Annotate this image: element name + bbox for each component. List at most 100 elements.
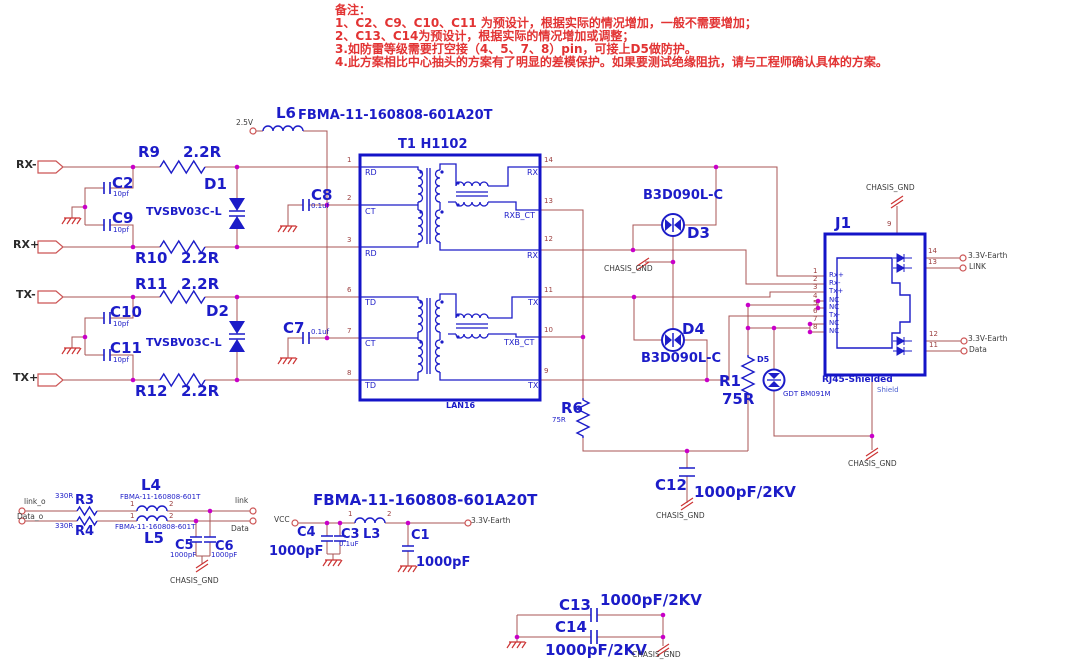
component-symbols [76,125,756,644]
l5-pin-1: 1 [130,512,135,520]
port-label-rx-minus: RX- [16,158,37,171]
ref-r6: R6 [561,399,583,417]
part-l4: FBMA-11-160808-601T [120,493,201,501]
net-chassis-gnd: CHASIS_GND [170,576,219,585]
t1-pin-num: 9 [544,367,549,375]
j1-pin-num: 8 [813,323,818,331]
resistor-r4 [76,515,98,527]
ref-c7: C7 [283,319,305,337]
ref-c10: C10 [110,303,142,321]
j1-pin-name: NC [829,327,840,335]
port-symbols [18,127,968,527]
ref-c14: C14 [555,618,587,636]
ref-d4: D4 [682,320,705,338]
t1-pin-num: 11 [544,286,553,294]
val-c2: 10pf [113,190,129,198]
ref-r3: R3 [75,493,95,508]
ref-c11: C11 [110,339,142,357]
t1-pin-name: RD [365,249,377,258]
part-d4: B3D090L-C [641,351,722,366]
val-r3: 330R [55,492,74,500]
l4-pin-2: 2 [169,500,174,508]
val-c8: 0.1uf [311,202,330,210]
j1-pin-num: 4 [813,292,818,300]
ref-c5: C5 [175,538,194,553]
port-label-tx-plus: TX+ [13,371,39,384]
port-rx-plus [37,240,64,254]
net-chassis-gnd: CHASIS_GND [866,183,915,192]
ref-l6: L6 [276,104,296,122]
net-data-o: Data_o [17,512,44,521]
tvs-diode-d4 [661,328,685,352]
ref-r11: R11 [135,275,168,293]
net-link-o: link_o [24,497,46,506]
l5-pin-2: 2 [169,512,174,520]
part-l6: FBMA-11-160808-601A20T [298,108,493,123]
part-j1: RJ45-Shielded [822,375,893,385]
net-link: LINK [969,262,986,271]
net-data: Data [969,345,987,354]
ref-d1: D1 [204,175,227,193]
ref-c12: C12 [655,476,687,494]
ref-l4: L4 [141,476,161,494]
val-c5: 1000pF [170,551,197,559]
val-c3: 0.1uF [339,540,359,548]
j1-right-pin-num: 13 [928,258,937,266]
ref-c8: C8 [311,186,333,204]
val-c7: 0.1uf [311,328,330,336]
ref-c13: C13 [559,596,591,614]
net-data: Data [231,524,249,533]
j1-pin-name: Rx+ [829,271,844,279]
notes-title: 备注： [335,3,372,17]
note-line-4: 4.此方案相比中心抽头的方案有了明显的差模保护。如果要测试绝缘阻抗，请与工程师确… [335,55,888,69]
t1-pin-name: TX [528,381,539,390]
j1-pin-name: Rx- [829,279,841,287]
ref-d2: D2 [206,302,229,320]
part-d1: TVSBV03C-L [146,205,222,218]
t1-pin-name: RD [365,168,377,177]
ref-c3: C3 [341,527,360,542]
j1-pin-num: 5 [813,299,818,307]
inductor-l3 [354,517,386,524]
ref-d3: D3 [687,224,710,242]
winding-dots [419,170,460,344]
resistor-r11 [159,289,206,305]
t1-pin-num: 7 [347,327,352,335]
resistor-r6 [575,398,591,438]
tvs-diode-d3 [661,213,685,237]
resistor-r9 [159,159,206,175]
l4-pin-1: 1 [130,500,135,508]
ref-d5: D5 [757,355,770,364]
val-r11: 2.2R [181,275,220,293]
val-r4: 330R [55,522,74,530]
resistor-r12 [159,372,206,388]
rj45-connector-j1 [823,232,927,377]
ref-c2: C2 [112,174,134,192]
ref-j1: J1 [835,214,852,232]
j1-pin-name: NC [829,319,840,327]
t1-pin-name: RX [527,251,539,260]
note-line-2: 2、C13、C14为预设计，根据实际的情况增加或调整； [335,29,635,43]
t1-pin-name: TXB_CT [504,338,535,347]
net-chassis-gnd: CHASIS_GND [656,511,705,520]
chassis-ground-symbols [195,195,904,657]
resistor-r1 [740,355,756,395]
t1-pin-num: 3 [347,236,352,244]
t1-pin-num: 13 [544,197,553,205]
val-c10: 10pf [113,320,129,328]
val-r12: 2.2R [181,382,220,400]
net-shield: Shield [877,386,899,394]
val-r9: 2.2R [183,143,222,161]
t1-pin-num: 6 [347,286,352,294]
part-d2: TVSBV03C-L [146,336,222,349]
ref-r9: R9 [138,143,160,161]
net-3v3-earth: 3.3V-Earth [471,516,511,525]
ref-r4: R4 [75,524,95,539]
j1-pin-num: 7 [813,315,818,323]
junction-dots [82,164,875,640]
part-l3: FBMA-11-160808-601A20T [313,491,538,509]
part-d5: GDT BM091M [783,390,831,398]
t1-pin-name: TX [528,298,539,307]
val-c13: 1000pF/2KV [600,591,702,609]
